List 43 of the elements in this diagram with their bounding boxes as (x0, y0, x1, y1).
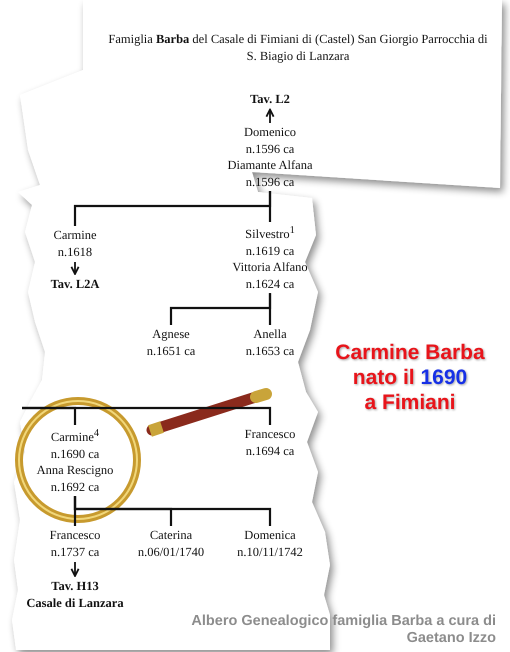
person-name: Carmine$^{4}$ (50, 427, 100, 446)
birth-date: n.1651 ca (146, 342, 196, 359)
arrow (266, 108, 274, 123)
person-name: Domenico (242, 124, 298, 140)
birth-date: n.1596 ca (244, 140, 296, 157)
birth-date: n.1618 (56, 244, 94, 260)
birth-date: n.06/01/1740 (138, 544, 204, 560)
caption: Albero Genealogico famiglia Barba a cura di Gaetano Izzo (190, 613, 496, 647)
person-name: Francesco (244, 426, 296, 442)
callout-text: Carmine Barba (335, 341, 485, 364)
family-line (22, 406, 272, 425)
person-name: Vittoria Alfano (232, 259, 308, 276)
birth-date: n.1596 ca (244, 174, 296, 190)
family-line (268, 191, 272, 222)
person-name: Anna Rescigno (36, 462, 114, 479)
person-name: Carmine (53, 227, 97, 244)
birth-date: n.1690 ca (50, 446, 100, 462)
callout-text: nato il (352, 366, 415, 389)
birth-date: n.1692 ca (50, 478, 100, 496)
birth-date: n.10/11/1742 (237, 544, 303, 560)
arrow (70, 262, 80, 275)
birth-date: n.1694 ca (244, 442, 296, 459)
birth-date: n.1737 ca (50, 544, 100, 560)
person-name: Anella (252, 326, 288, 342)
callout-text: a Fimiani (364, 391, 456, 414)
title: Famiglia Barba del Casale di Fimiani di (Castel) San Giorgio Parrocchia di S. Biagio di Lanzara (107, 31, 489, 64)
table-reference: Tav. L2A (50, 276, 100, 292)
person-name: Caterina (148, 527, 194, 544)
family-line (74, 496, 272, 526)
family-line (268, 293, 272, 325)
table-reference: Tav. L2 (250, 91, 290, 108)
highlighted-year: 1690 (420, 366, 468, 389)
person-name: Agnese (151, 326, 191, 342)
birth-date: n.1624 ca (244, 276, 296, 292)
person-name: Francesco (50, 527, 100, 544)
table-reference: Casale di Lanzara (26, 594, 124, 611)
arrow (70, 562, 80, 577)
birth-date: n.1619 ca (244, 242, 296, 260)
table-reference: Tav. H13 (50, 578, 100, 594)
person-name: Silvestro$^{1}$ (244, 224, 296, 243)
birth-date: n.1653 ca (246, 342, 294, 359)
person-name: Domenica (243, 527, 297, 544)
person-name: Diamante Alfana (227, 157, 313, 174)
